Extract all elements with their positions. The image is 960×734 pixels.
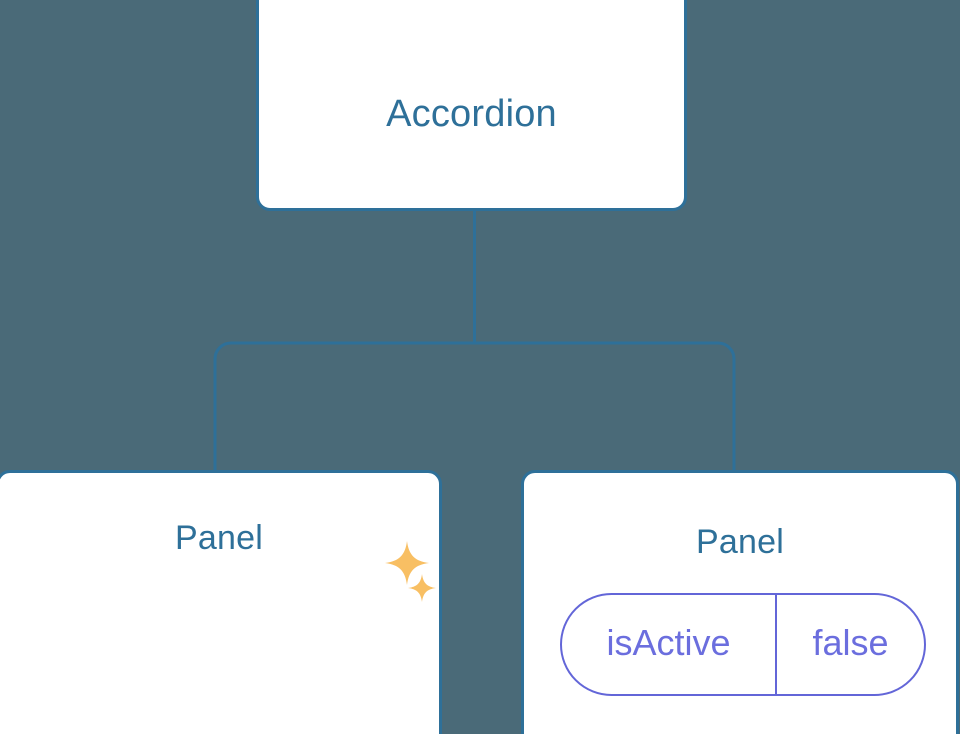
prop-pill-isactive-false[interactable]: isActive false — [560, 593, 926, 696]
connector-right-branch — [474, 341, 736, 471]
node-card-accordion[interactable]: Accordion — [256, 0, 687, 211]
prop-value-false: false — [812, 622, 889, 663]
node-card-panel-active[interactable]: Panel isActive true — [0, 470, 442, 734]
node-title-panel-inactive: Panel — [696, 523, 784, 561]
prop-key-isactive: isActive — [562, 595, 777, 694]
node-card-panel-inactive[interactable]: Panel isActive false — [521, 470, 959, 734]
connector-left-branch — [213, 341, 475, 471]
node-title-panel-active: Panel — [175, 519, 263, 557]
node-title-accordion: Accordion — [386, 93, 557, 135]
